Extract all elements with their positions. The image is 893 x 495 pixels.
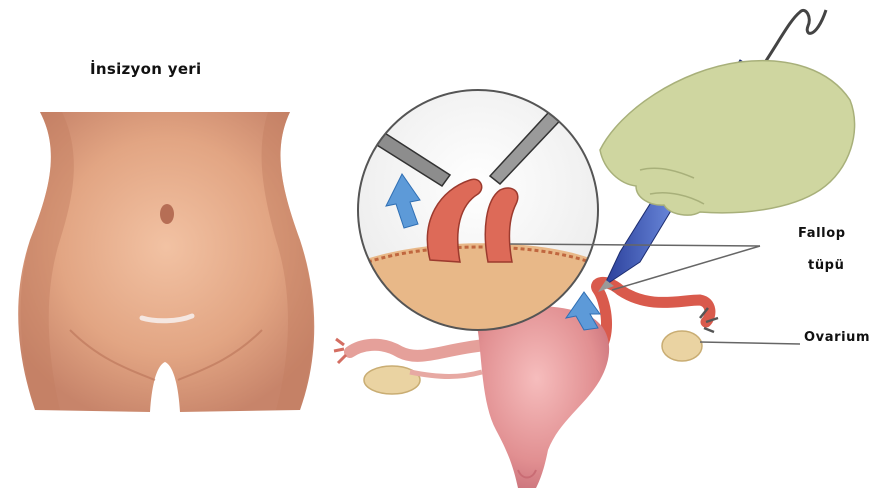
- right-ovary: [662, 331, 702, 361]
- glove-hand: [600, 61, 855, 215]
- cautery-instrument: [598, 10, 855, 292]
- left-fallopian-tube: [350, 345, 485, 356]
- fallopian-tube-label-line1: Fallop: [798, 226, 846, 241]
- navel: [160, 204, 174, 224]
- uterus-body: [477, 306, 609, 488]
- incision-site-label: İnsizyon yeri: [90, 60, 201, 78]
- left-ligament: [410, 372, 482, 377]
- magnified-inset: [358, 90, 600, 340]
- torso-figure: [18, 112, 314, 412]
- fallopian-tube-label-line2: tüpü: [808, 258, 844, 273]
- leader-ovary: [700, 342, 800, 344]
- ovary-label: Ovarium: [804, 330, 870, 345]
